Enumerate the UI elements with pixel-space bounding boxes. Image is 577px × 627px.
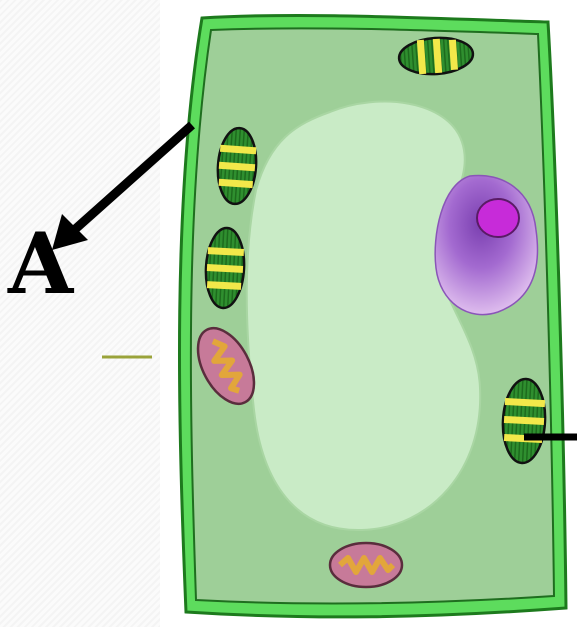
label-a: A	[8, 222, 73, 306]
central-vacuole	[247, 102, 480, 531]
nucleolus	[477, 199, 519, 237]
mitochondrion-bottom	[330, 543, 402, 587]
nucleus	[435, 175, 537, 314]
